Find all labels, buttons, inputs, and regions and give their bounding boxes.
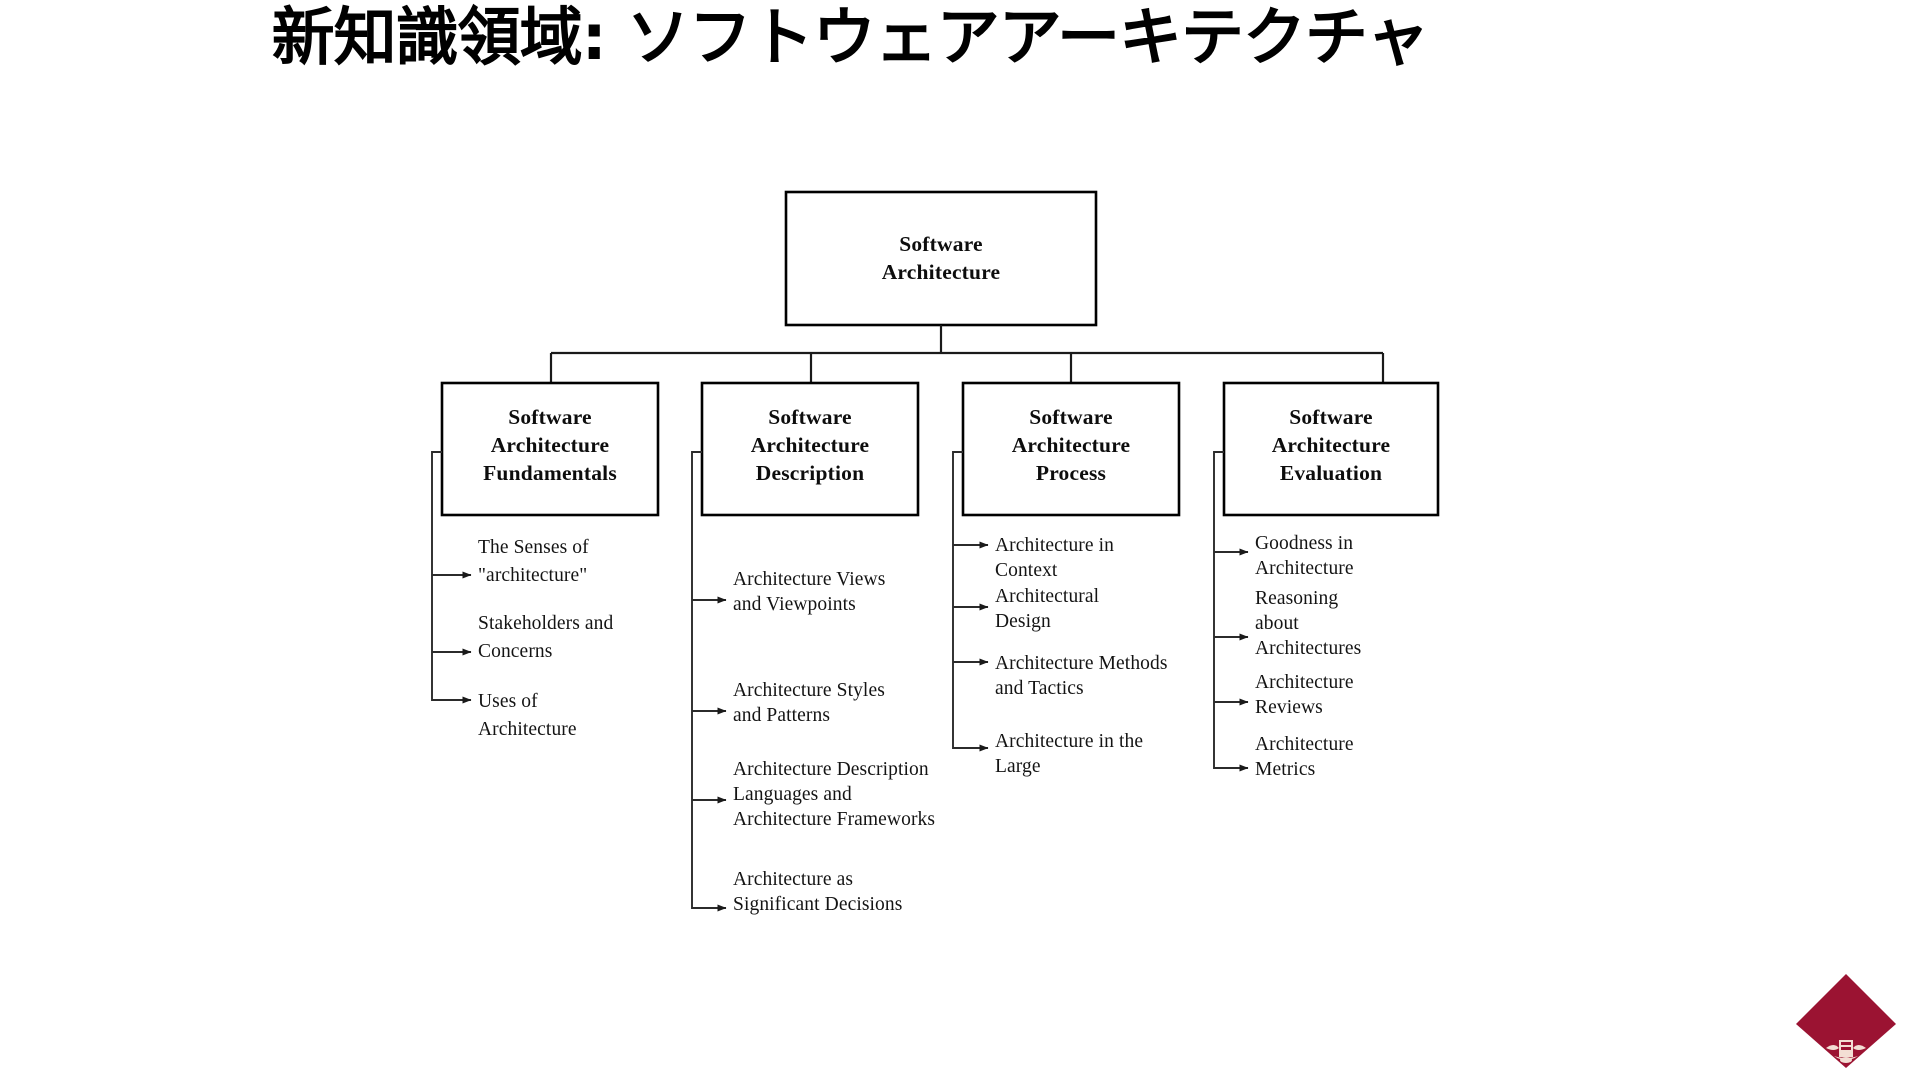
branch-software-architecture-process: Software Architecture Process Architectu… [952,381,1181,777]
leaf-architecture-in-the-large[interactable]: Architecture in the Large [995,731,1143,777]
leaf-3-4-line-1: Architecture in the [995,731,1143,752]
leaf-1-1-line-2: "architecture" [478,565,587,586]
leaf-1-2-line-1: Stakeholders and [478,613,614,634]
root-label-line1: Software [899,232,983,256]
leaf-4-2-line-2: about [1255,613,1299,634]
box1-label-line1: Software [508,405,592,429]
leaf-the-senses-of-architecture[interactable]: The Senses of "architecture" [478,537,589,586]
leaf-4-3-line-2: Reviews [1255,697,1323,718]
box2-label-line2: Architecture [751,433,870,457]
box3-label-line3: Process [1036,461,1106,485]
leaf-3-2-line-1: Architectural [995,586,1100,607]
root-label-line2: Architecture [882,260,1001,284]
leaf-3-3-line-2: and Tactics [995,678,1084,699]
leaf-architectural-design[interactable]: Architectural Design [995,586,1100,632]
box4-label-line3: Evaluation [1280,461,1382,485]
node-software-architecture[interactable]: Software Architecture [784,190,1098,327]
leaf-4-4-line-1: Architecture [1255,734,1354,755]
branch-software-architecture-fundamentals: Software Architecture Fundamentals The S… [431,381,660,740]
leaf-2-1-line-1: Architecture Views [733,569,885,590]
box4-label-line1: Software [1289,405,1373,429]
leaf-architecture-description-languages-and-frameworks[interactable]: Architecture Description Languages and A… [733,759,935,830]
leaf-2-1-line-2: and Viewpoints [733,594,856,615]
leaf-architecture-in-context[interactable]: Architecture in Context [995,535,1114,581]
leaf-2-2-line-2: and Patterns [733,705,830,726]
leaf-3-3-line-1: Architecture Methods [995,653,1168,674]
leaf-1-2-line-2: Concerns [478,641,552,662]
leaf-architecture-styles-and-patterns[interactable]: Architecture Styles and Patterns [733,680,885,726]
crest-emblem [1826,1040,1866,1063]
node-software-architecture-fundamentals[interactable]: Software Architecture Fundamentals [440,381,660,517]
root-connector-lines [549,325,1385,383]
leaf-architecture-metrics[interactable]: Architecture Metrics [1255,734,1354,780]
node-software-architecture-evaluation[interactable]: Software Architecture Evaluation [1222,381,1440,517]
leaf-architecture-reviews[interactable]: Architecture Reviews [1255,672,1354,718]
leaf-1-1-line-1: The Senses of [478,537,589,558]
leaf-4-4-line-2: Metrics [1255,759,1315,780]
box4-label-line2: Architecture [1272,433,1391,457]
leaf-2-3-line-1: Architecture Description [733,759,929,780]
leaf-3-1-line-1: Architecture in [995,535,1114,556]
leaf-4-2-line-3: Architectures [1255,638,1361,659]
node-software-architecture-process[interactable]: Software Architecture Process [961,381,1181,517]
branch-software-architecture-description: Software Architecture Description Archit… [691,381,935,915]
leaf-stakeholders-and-concerns[interactable]: Stakeholders and Concerns [478,613,614,662]
box2-label-line3: Description [756,461,865,485]
branch-software-architecture-evaluation: Software Architecture Evaluation Goodnes… [1213,381,1440,780]
leaf-3-4-line-2: Large [995,756,1041,777]
leaf-uses-of-architecture[interactable]: Uses of Architecture [478,691,577,740]
page-title: 新知識領域: ソフトウェアアーキテクチャ [271,1,1430,74]
box2-label-line1: Software [768,405,852,429]
leaf-2-4-line-2: Significant Decisions [733,894,902,915]
leaf-4-1-line-1: Goodness in [1255,533,1353,554]
branch2-spine [691,451,726,909]
leaf-1-3-line-1: Uses of [478,691,538,712]
leaf-2-3-line-2: Languages and [733,784,852,805]
leaf-4-3-line-1: Architecture [1255,672,1354,693]
leaf-architecture-as-significant-decisions[interactable]: Architecture as Significant Decisions [733,869,902,915]
leaf-3-2-line-2: Design [995,611,1051,632]
leaf-goodness-in-architecture[interactable]: Goodness in Architecture [1255,533,1354,579]
leaf-reasoning-about-architectures[interactable]: Reasoning about Architectures [1255,588,1361,659]
node-software-architecture-description[interactable]: Software Architecture Description [700,381,920,517]
leaf-architecture-methods-and-tactics[interactable]: Architecture Methods and Tactics [995,653,1168,699]
leaf-2-4-line-1: Architecture as [733,869,853,890]
box3-label-line2: Architecture [1012,433,1131,457]
leaf-1-3-line-2: Architecture [478,719,577,740]
leaf-2-2-line-1: Architecture Styles [733,680,885,701]
leaf-architecture-views-and-viewpoints[interactable]: Architecture Views and Viewpoints [733,569,885,615]
diamond-crest-logo [1790,968,1902,1074]
box1-label-line2: Architecture [491,433,610,457]
box3-label-line1: Software [1029,405,1113,429]
box1-label-line3: Fundamentals [483,461,617,485]
leaf-2-3-line-3: Architecture Frameworks [733,809,935,830]
leaf-3-1-line-2: Context [995,560,1058,581]
leaf-4-2-line-1: Reasoning [1255,588,1338,609]
leaf-4-1-line-2: Architecture [1255,558,1354,579]
